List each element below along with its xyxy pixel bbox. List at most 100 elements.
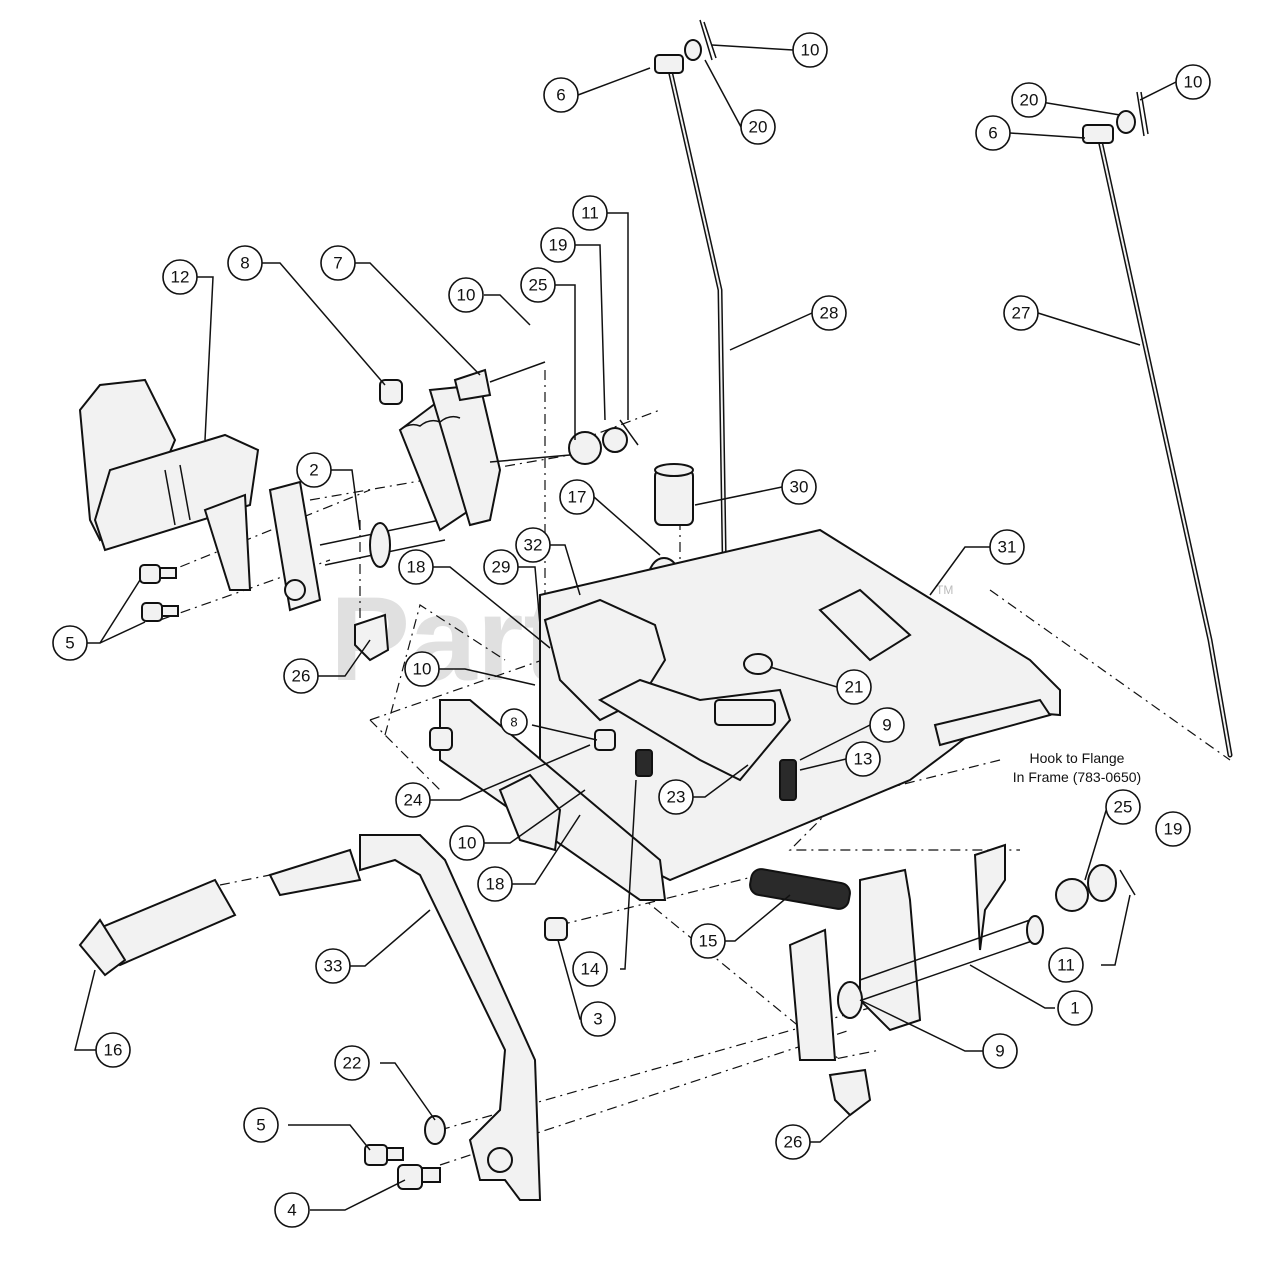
watermark-mark: TM bbox=[936, 583, 953, 597]
grip-16 bbox=[78, 878, 237, 977]
callout-21[interactable]: 21 bbox=[836, 669, 872, 705]
callout-19-right[interactable]: 19 bbox=[1155, 811, 1191, 847]
bolt-5-left bbox=[139, 564, 179, 622]
callout-14[interactable]: 14 bbox=[572, 951, 608, 987]
callout-12[interactable]: 12 bbox=[162, 259, 198, 295]
bolt-8-small bbox=[594, 729, 616, 751]
callout-19-top[interactable]: 19 bbox=[540, 227, 576, 263]
svg-text:12: 12 bbox=[171, 268, 190, 287]
svg-text:2: 2 bbox=[309, 461, 318, 480]
callout-27[interactable]: 27 bbox=[1003, 295, 1039, 331]
svg-text:29: 29 bbox=[492, 558, 511, 577]
callout-10-lower[interactable]: 10 bbox=[449, 825, 485, 861]
svg-text:15: 15 bbox=[699, 932, 718, 951]
svg-text:20: 20 bbox=[1020, 91, 1039, 110]
note-line-2: In Frame (783-0650) bbox=[1013, 769, 1141, 785]
svg-text:7: 7 bbox=[333, 254, 342, 273]
callout-11-bottom[interactable]: 11 bbox=[1048, 947, 1084, 983]
leader-lines bbox=[74, 44, 1177, 1211]
callout-9-upper[interactable]: 9 bbox=[869, 707, 905, 743]
svg-text:33: 33 bbox=[324, 957, 343, 976]
callout-20-right[interactable]: 20 bbox=[1011, 82, 1047, 118]
svg-text:5: 5 bbox=[65, 634, 74, 653]
bolt-3 bbox=[544, 917, 568, 941]
callout-26-lower[interactable]: 26 bbox=[775, 1124, 811, 1160]
washer-21 bbox=[743, 653, 773, 675]
clip-26-lower bbox=[828, 1068, 872, 1117]
svg-text:24: 24 bbox=[404, 791, 423, 810]
callout-30[interactable]: 30 bbox=[781, 469, 817, 505]
note-line-1: Hook to Flange bbox=[1030, 750, 1125, 766]
callout-5-left[interactable]: 5 bbox=[52, 625, 88, 661]
callout-15[interactable]: 15 bbox=[690, 923, 726, 959]
svg-text:22: 22 bbox=[343, 1054, 362, 1073]
clevis-pin-top-right bbox=[1082, 91, 1149, 144]
callout-18-lower[interactable]: 18 bbox=[477, 866, 513, 902]
rod-27 bbox=[1097, 137, 1233, 758]
callout-10-top[interactable]: 10 bbox=[792, 32, 828, 68]
callout-29[interactable]: 29 bbox=[483, 549, 519, 585]
svg-text:11: 11 bbox=[581, 204, 599, 223]
svg-text:6: 6 bbox=[556, 86, 565, 105]
callout-25-right[interactable]: 25 bbox=[1105, 789, 1141, 825]
svg-text:13: 13 bbox=[854, 750, 873, 769]
svg-text:10: 10 bbox=[457, 286, 476, 305]
callout-16[interactable]: 16 bbox=[95, 1032, 131, 1068]
callout-20-top[interactable]: 20 bbox=[740, 109, 776, 145]
plate-2 bbox=[268, 480, 446, 612]
pivot-bracket bbox=[543, 598, 792, 782]
callout-13[interactable]: 13 bbox=[845, 741, 881, 777]
callout-balloons: 1 2 3 4 5 5 6 6 7 8 8 9 9 10 10 10 10 10… bbox=[52, 32, 1211, 1228]
callout-8-small[interactable]: 8 bbox=[500, 708, 528, 736]
callout-1[interactable]: 1 bbox=[1057, 990, 1093, 1026]
svg-text:19: 19 bbox=[1164, 820, 1183, 839]
callout-10-upper-mid[interactable]: 10 bbox=[448, 277, 484, 313]
callout-5-bottom[interactable]: 5 bbox=[243, 1107, 279, 1143]
svg-text:20: 20 bbox=[749, 118, 768, 137]
svg-text:18: 18 bbox=[486, 875, 505, 894]
callout-11-top[interactable]: 11 bbox=[572, 195, 608, 231]
handle-12 bbox=[78, 378, 260, 591]
svg-text:10: 10 bbox=[1184, 73, 1203, 92]
callout-32[interactable]: 32 bbox=[515, 527, 551, 563]
callout-6-right[interactable]: 6 bbox=[975, 115, 1011, 151]
callout-28[interactable]: 28 bbox=[811, 295, 847, 331]
callout-4[interactable]: 4 bbox=[274, 1192, 310, 1228]
svg-text:1: 1 bbox=[1070, 999, 1079, 1018]
svg-text:16: 16 bbox=[104, 1041, 123, 1060]
callout-3[interactable]: 3 bbox=[580, 1001, 616, 1037]
springs-13-14 bbox=[635, 749, 797, 801]
clevis-pin-top-left bbox=[654, 19, 717, 74]
svg-text:8: 8 bbox=[510, 715, 517, 730]
svg-text:10: 10 bbox=[801, 41, 820, 60]
callout-31[interactable]: 31 bbox=[989, 529, 1025, 565]
svg-text:28: 28 bbox=[820, 304, 839, 323]
svg-text:19: 19 bbox=[549, 236, 568, 255]
callout-17[interactable]: 17 bbox=[559, 479, 595, 515]
svg-text:10: 10 bbox=[458, 834, 477, 853]
callout-9-lower[interactable]: 9 bbox=[982, 1033, 1018, 1069]
callout-26-upper[interactable]: 26 bbox=[283, 658, 319, 694]
callout-2[interactable]: 2 bbox=[296, 452, 332, 488]
callout-33[interactable]: 33 bbox=[315, 948, 351, 984]
callout-22[interactable]: 22 bbox=[334, 1045, 370, 1081]
svg-text:25: 25 bbox=[1114, 798, 1133, 817]
svg-text:26: 26 bbox=[784, 1133, 803, 1152]
callout-10-right[interactable]: 10 bbox=[1175, 64, 1211, 100]
svg-text:3: 3 bbox=[593, 1010, 602, 1029]
callout-6-left[interactable]: 6 bbox=[543, 77, 579, 113]
callout-10-mid[interactable]: 10 bbox=[404, 651, 440, 687]
spring-15 bbox=[749, 868, 851, 910]
bracket-24 bbox=[429, 699, 667, 901]
callout-8-top[interactable]: 8 bbox=[227, 245, 263, 281]
callout-18-upper[interactable]: 18 bbox=[398, 549, 434, 585]
lever-33 bbox=[268, 834, 542, 1201]
callout-7[interactable]: 7 bbox=[320, 245, 356, 281]
bolt-5-bottom bbox=[364, 1144, 404, 1166]
callout-25-top[interactable]: 25 bbox=[520, 267, 556, 303]
callout-24[interactable]: 24 bbox=[395, 782, 431, 818]
callout-23[interactable]: 23 bbox=[658, 779, 694, 815]
svg-text:14: 14 bbox=[581, 960, 600, 979]
svg-text:17: 17 bbox=[568, 488, 587, 507]
